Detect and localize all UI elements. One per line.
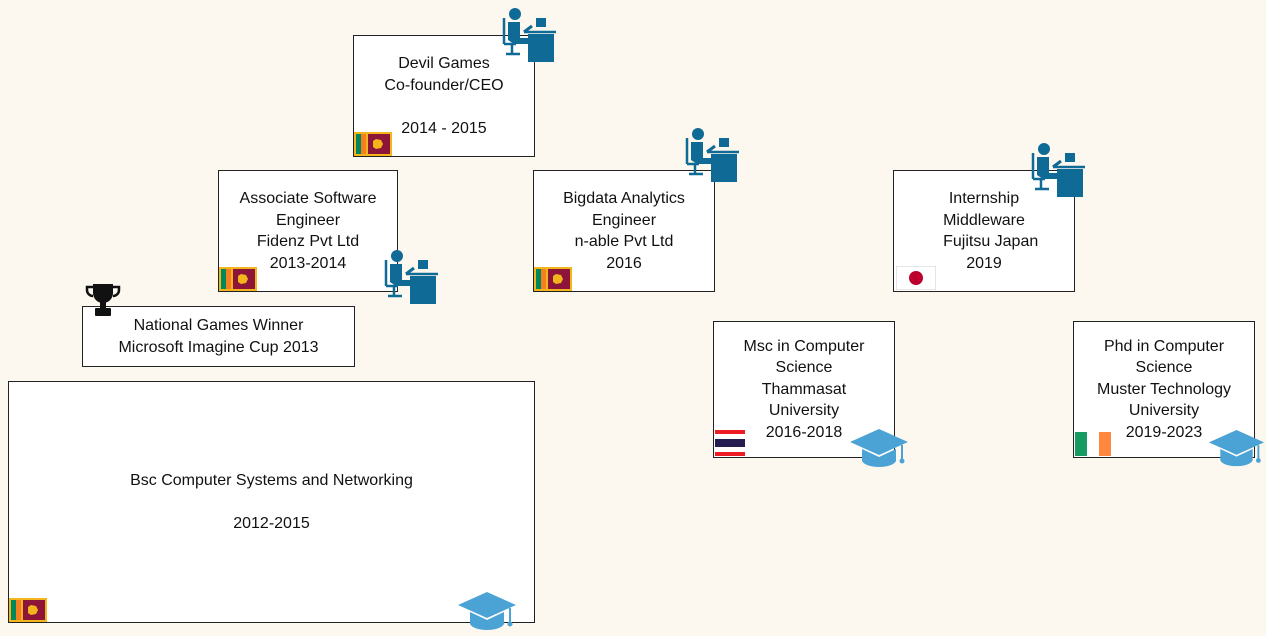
card-award-text: National Games Winner Microsoft Imagine … xyxy=(118,317,319,356)
card-devil-games-text: Devil Games Co-founder/CEO 2014 - 2015 xyxy=(384,55,504,137)
card-bsc-text: Bsc Computer Systems and Networking 2012… xyxy=(130,471,413,532)
person-at-desk-icon xyxy=(382,248,438,306)
card-award[interactable]: National Games Winner Microsoft Imagine … xyxy=(82,306,355,367)
graduation-cap-icon xyxy=(1207,427,1266,473)
card-fujitsu-text: Internship Middleware Fujitsu Japan 2019 xyxy=(943,190,1039,272)
card-fidenz-text: Associate Software Engineer Fidenz Pvt L… xyxy=(239,190,377,272)
card-msc-text: Msc in Computer Science Thammasat Univer… xyxy=(743,337,865,441)
sri-lanka-flag-icon xyxy=(534,267,572,291)
graduation-cap-icon xyxy=(848,427,910,473)
card-nable[interactable]: Bigdata Analytics Engineer n-able Pvt Lt… xyxy=(533,170,715,292)
card-phd-text: Phd in Computer Science Muster Technolog… xyxy=(1097,337,1231,441)
card-bsc[interactable]: Bsc Computer Systems and Networking 2012… xyxy=(8,381,535,623)
trophy-icon xyxy=(84,282,122,318)
sri-lanka-flag-icon xyxy=(219,267,257,291)
japan-flag-icon xyxy=(896,266,936,290)
graduation-cap-icon xyxy=(456,590,518,636)
sri-lanka-flag-icon xyxy=(9,598,47,622)
ireland-flag-icon xyxy=(1075,432,1111,456)
card-nable-text: Bigdata Analytics Engineer n-able Pvt Lt… xyxy=(563,190,685,272)
person-at-desk-icon xyxy=(500,6,556,64)
person-at-desk-icon xyxy=(683,126,739,184)
sri-lanka-flag-icon xyxy=(354,132,392,156)
thailand-flag-icon xyxy=(715,430,745,456)
person-at-desk-icon xyxy=(1029,141,1085,199)
